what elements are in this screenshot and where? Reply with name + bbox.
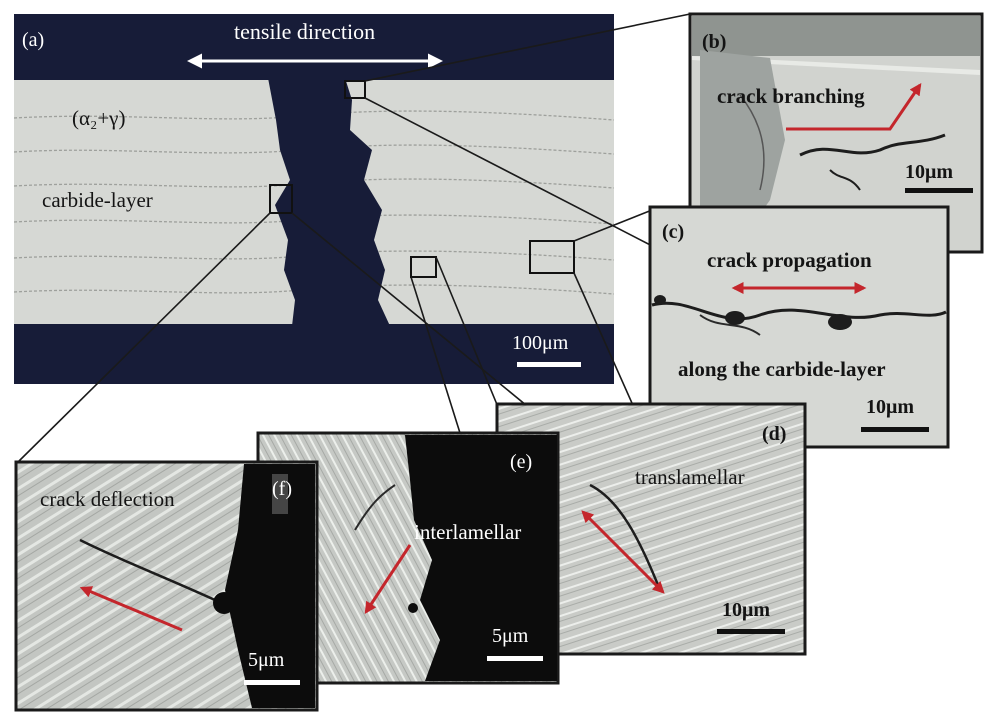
panel-c-scale-bar <box>861 427 929 432</box>
panel-e-scale-bar <box>487 656 543 661</box>
panel-c-label: (c) <box>662 221 685 243</box>
panel-d-scale-text: 10μm <box>722 599 770 621</box>
panel-c-caption: crack propagation <box>707 248 872 272</box>
panel-f-scale-text: 5μm <box>248 649 285 671</box>
panel-f-scale-bar <box>244 680 300 685</box>
panel-a-scale-bar <box>517 362 581 367</box>
panel-b-caption: crack branching <box>717 84 865 108</box>
panel-b-label: (b) <box>702 31 727 53</box>
phase-label: (α₂+γ) <box>72 106 126 130</box>
carbide-layer-label: carbide-layer <box>42 188 153 212</box>
panel-d-label: (d) <box>762 423 787 445</box>
panel-f-caption: crack deflection <box>40 487 175 511</box>
panel-b-scale-bar <box>905 188 973 193</box>
panel-a-scale-text: 100μm <box>512 332 569 354</box>
panel-c-scale-text: 10μm <box>866 396 914 418</box>
panel-b-scale-text: 10μm <box>905 161 953 183</box>
panel-e-caption: interlamellar <box>414 520 522 544</box>
panel-d-caption: translamellar <box>635 465 745 489</box>
tensile-direction-text: tensile direction <box>234 19 376 44</box>
panel-a-image <box>13 14 615 384</box>
panel-d-scale-bar <box>717 629 785 634</box>
panel-e-label: (e) <box>510 451 533 473</box>
panel-f-label: (f) <box>272 478 292 500</box>
panel-c-caption-2: along the carbide-layer <box>678 357 886 381</box>
panel-e-scale-text: 5μm <box>492 625 529 647</box>
panel-a-label: (a) <box>22 29 45 51</box>
panel-f-image <box>14 460 319 712</box>
